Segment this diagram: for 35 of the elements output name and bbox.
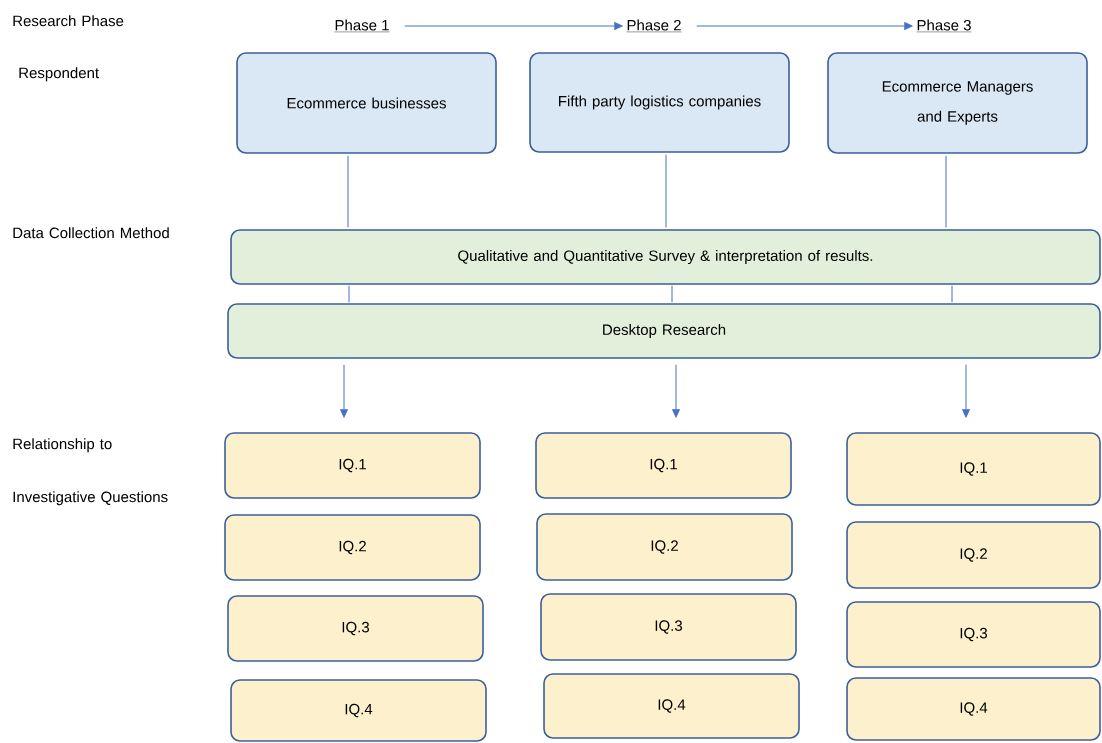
arrow xyxy=(404,22,623,30)
question-box: IQ.3 xyxy=(227,595,484,662)
connector-line xyxy=(348,285,350,303)
phase-label: Phase 1 xyxy=(334,19,390,33)
resp-box: Ecommerce businesses xyxy=(236,52,497,154)
question-box: IQ.1 xyxy=(224,432,481,499)
connector-line xyxy=(347,155,349,228)
question-box: IQ.1 xyxy=(846,432,1101,506)
phase-label: Phase 2 xyxy=(626,19,682,33)
row-label: Research Phase xyxy=(13,15,124,27)
arrow xyxy=(962,364,970,418)
question-box: IQ.1 xyxy=(535,432,792,499)
question-box: IQ.2 xyxy=(846,521,1101,589)
arrow xyxy=(696,22,913,30)
method-box: Desktop Research xyxy=(227,303,1101,359)
row-label: Data Collection Method xyxy=(13,227,169,239)
question-box: IQ.2 xyxy=(536,513,793,581)
question-box: IQ.3 xyxy=(846,601,1101,668)
question-box: IQ.3 xyxy=(540,593,797,661)
question-box: IQ.4 xyxy=(543,673,800,739)
row-label: Respondent xyxy=(19,67,99,82)
question-box: IQ.4 xyxy=(846,677,1101,741)
resp-box: Ecommerce Managers and Experts xyxy=(827,52,1088,154)
phase-label: Phase 3 xyxy=(916,19,972,33)
resp-box: Fifth party logistics companies xyxy=(529,52,790,153)
arrow xyxy=(672,364,680,418)
connector-line xyxy=(665,154,667,228)
connector-line xyxy=(945,155,947,228)
question-box: IQ.2 xyxy=(224,514,481,581)
connector-line xyxy=(671,285,673,303)
row-label: Relationship to Investigative Questions xyxy=(13,438,168,506)
method-box: Qualitative and Quantitative Survey & interpretation of results. xyxy=(230,229,1101,285)
arrow xyxy=(340,364,348,418)
connector-line xyxy=(951,285,953,303)
question-box: IQ.4 xyxy=(230,679,487,742)
